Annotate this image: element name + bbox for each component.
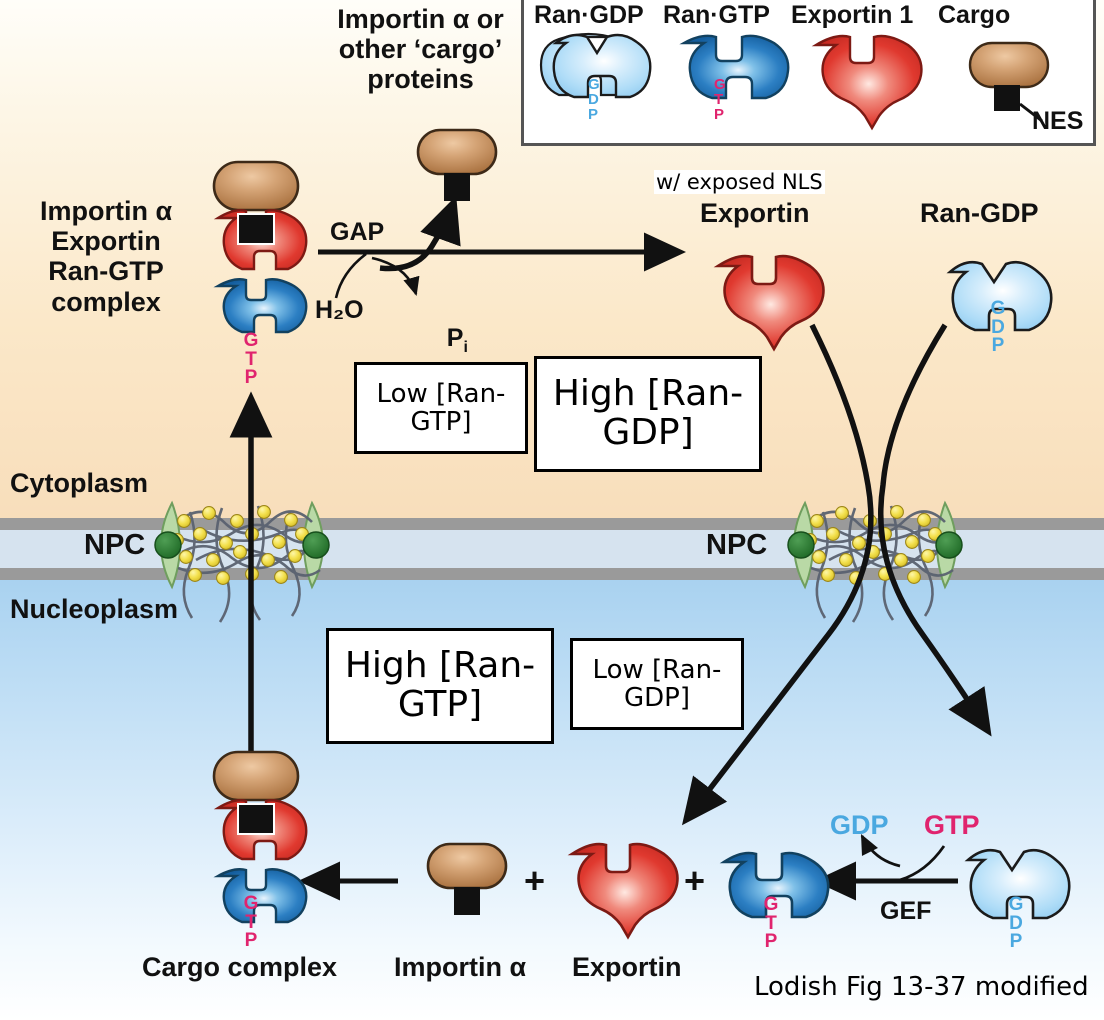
- pi-out-arrow: [371, 256, 420, 296]
- svg-text:G: G: [714, 76, 726, 93]
- nuclear-exportin-molecule: [567, 842, 679, 940]
- legend-icon-exportin: [811, 34, 923, 131]
- released-cargo-label: Importin α or other ‘cargo’ proteins: [337, 4, 504, 95]
- cytoplasmic-gdp-letters: G D P: [980, 298, 1016, 357]
- gap-label: GAP: [330, 218, 385, 246]
- legend-title-cargo: Cargo: [938, 1, 1011, 29]
- legend-title-exportin-1: Exportin 1: [791, 1, 914, 29]
- cytoplasmic-ran-gdp-label: Ran-GDP: [920, 198, 1039, 228]
- svg-text:G: G: [588, 76, 600, 93]
- cytoplasmic-ran-gdp-molecule: [946, 260, 1053, 332]
- cargo-release-arrow: [379, 195, 461, 272]
- cytoplasm-label: Cytoplasm: [10, 468, 149, 498]
- gtp-letter-p: P: [244, 930, 258, 952]
- nuclear-ran-gtp-molecule: [719, 851, 830, 919]
- svg-text:P: P: [588, 106, 598, 123]
- box-low-ran-gtp: Low [Ran-GTP]: [354, 362, 528, 454]
- npc-left: [154, 500, 330, 623]
- legend-icons: G D P G T P: [539, 32, 1050, 131]
- nuclear-importin-molecule: [426, 842, 508, 915]
- released-cargo-molecule: [416, 128, 498, 201]
- legend-icon-ran-gtp: [679, 34, 790, 100]
- gtp-letter-p: P: [764, 931, 778, 953]
- legend-icon-ran-gdp: [539, 32, 652, 99]
- svg-text:T: T: [714, 91, 723, 108]
- water-in-arrow: [334, 252, 367, 299]
- cytoplasmic-cargo-complex: [212, 160, 308, 334]
- box-high-ran-gdp: High [Ran-GDP]: [534, 356, 762, 472]
- cytoplasmic-exportin-label: Exportin: [700, 198, 810, 228]
- pi-label: Pi: [419, 296, 468, 385]
- pi-letter: P: [446, 324, 464, 352]
- nuclear-ran-gtp-letters: G T P: [753, 894, 789, 953]
- cargo-complex-gtp-letters: G T P: [233, 893, 269, 952]
- nuclear-membrane-outer: [0, 518, 1104, 530]
- cargo-complex-label: Cargo complex: [142, 952, 338, 982]
- cytoplasmic-exportin-molecule: [713, 254, 825, 352]
- complex-gtp-letters: G T P: [233, 330, 269, 389]
- box-low-ran-gdp: Low [Ran-GDP]: [570, 638, 744, 730]
- svg-text:P: P: [714, 106, 724, 123]
- gtp-letter-t: T: [765, 912, 777, 934]
- nuclear-cargo-complex: [212, 750, 308, 924]
- svg-text:D: D: [588, 91, 599, 108]
- plus-sign-1: +: [524, 860, 546, 901]
- gef-gtp-label: GTP: [924, 810, 980, 840]
- water-label: H₂O: [315, 296, 364, 324]
- gdp-letter-d: D: [1009, 912, 1023, 934]
- ran-gdp-recycle-arrow: [878, 323, 992, 737]
- gdp-letter-p: P: [991, 335, 1005, 357]
- nuclear-exportin-label: Exportin: [572, 952, 682, 982]
- nucleoplasm-label: Nucleoplasm: [10, 594, 179, 624]
- exposed-nls-note: w/ exposed NLS: [654, 170, 825, 194]
- gef-gdp-label: GDP: [830, 810, 889, 840]
- gtp-letter-g: G: [243, 893, 259, 914]
- figure-credit: Lodish Fig 13-37 modified: [754, 972, 1089, 1002]
- gtp-letter-p: P: [244, 367, 258, 389]
- gtp-letter-g: G: [243, 330, 259, 351]
- gef-label: GEF: [880, 897, 932, 925]
- exportin-recycle-arrow: [681, 323, 874, 826]
- nuclear-ran-gdp-letters: G D P: [998, 894, 1034, 953]
- npc-right: [787, 500, 963, 623]
- legend-title-ran-gdp: Ran·GDP: [534, 1, 644, 29]
- gdp-letter-g: G: [1008, 894, 1024, 915]
- legend-icon-cargo: [968, 41, 1050, 123]
- box-high-ran-gtp: High [Ran-GTP]: [326, 628, 554, 744]
- gtp-letter-t: T: [245, 348, 257, 370]
- importin-exportin-rangtp-complex-label: Importin α Exportin Ran-GTP complex: [39, 196, 173, 317]
- gdp-letter-d: D: [991, 316, 1005, 338]
- plus-sign-2: +: [684, 860, 706, 901]
- gtp-letter-t: T: [245, 911, 257, 933]
- nuclear-importin-label: Importin α: [394, 952, 527, 982]
- legend-box: Ran·GDP Ran·GTP Exportin 1 Cargo G D P G…: [521, 0, 1096, 146]
- legend-label-nes: NES: [1032, 107, 1084, 135]
- npc-label-right: NPC: [706, 529, 768, 561]
- gdp-release-arrow: [860, 833, 901, 868]
- gdp-letter-g: G: [990, 298, 1006, 319]
- gtp-letter-g: G: [763, 894, 779, 915]
- pi-subscript: i: [463, 339, 468, 356]
- gdp-letter-p: P: [1009, 931, 1023, 953]
- nuclear-ran-gdp-molecule: [964, 848, 1071, 920]
- npc-label-left: NPC: [84, 529, 146, 561]
- legend-title-ran-gtp: Ran·GTP: [663, 1, 770, 29]
- gtp-bind-arrow: [899, 845, 946, 882]
